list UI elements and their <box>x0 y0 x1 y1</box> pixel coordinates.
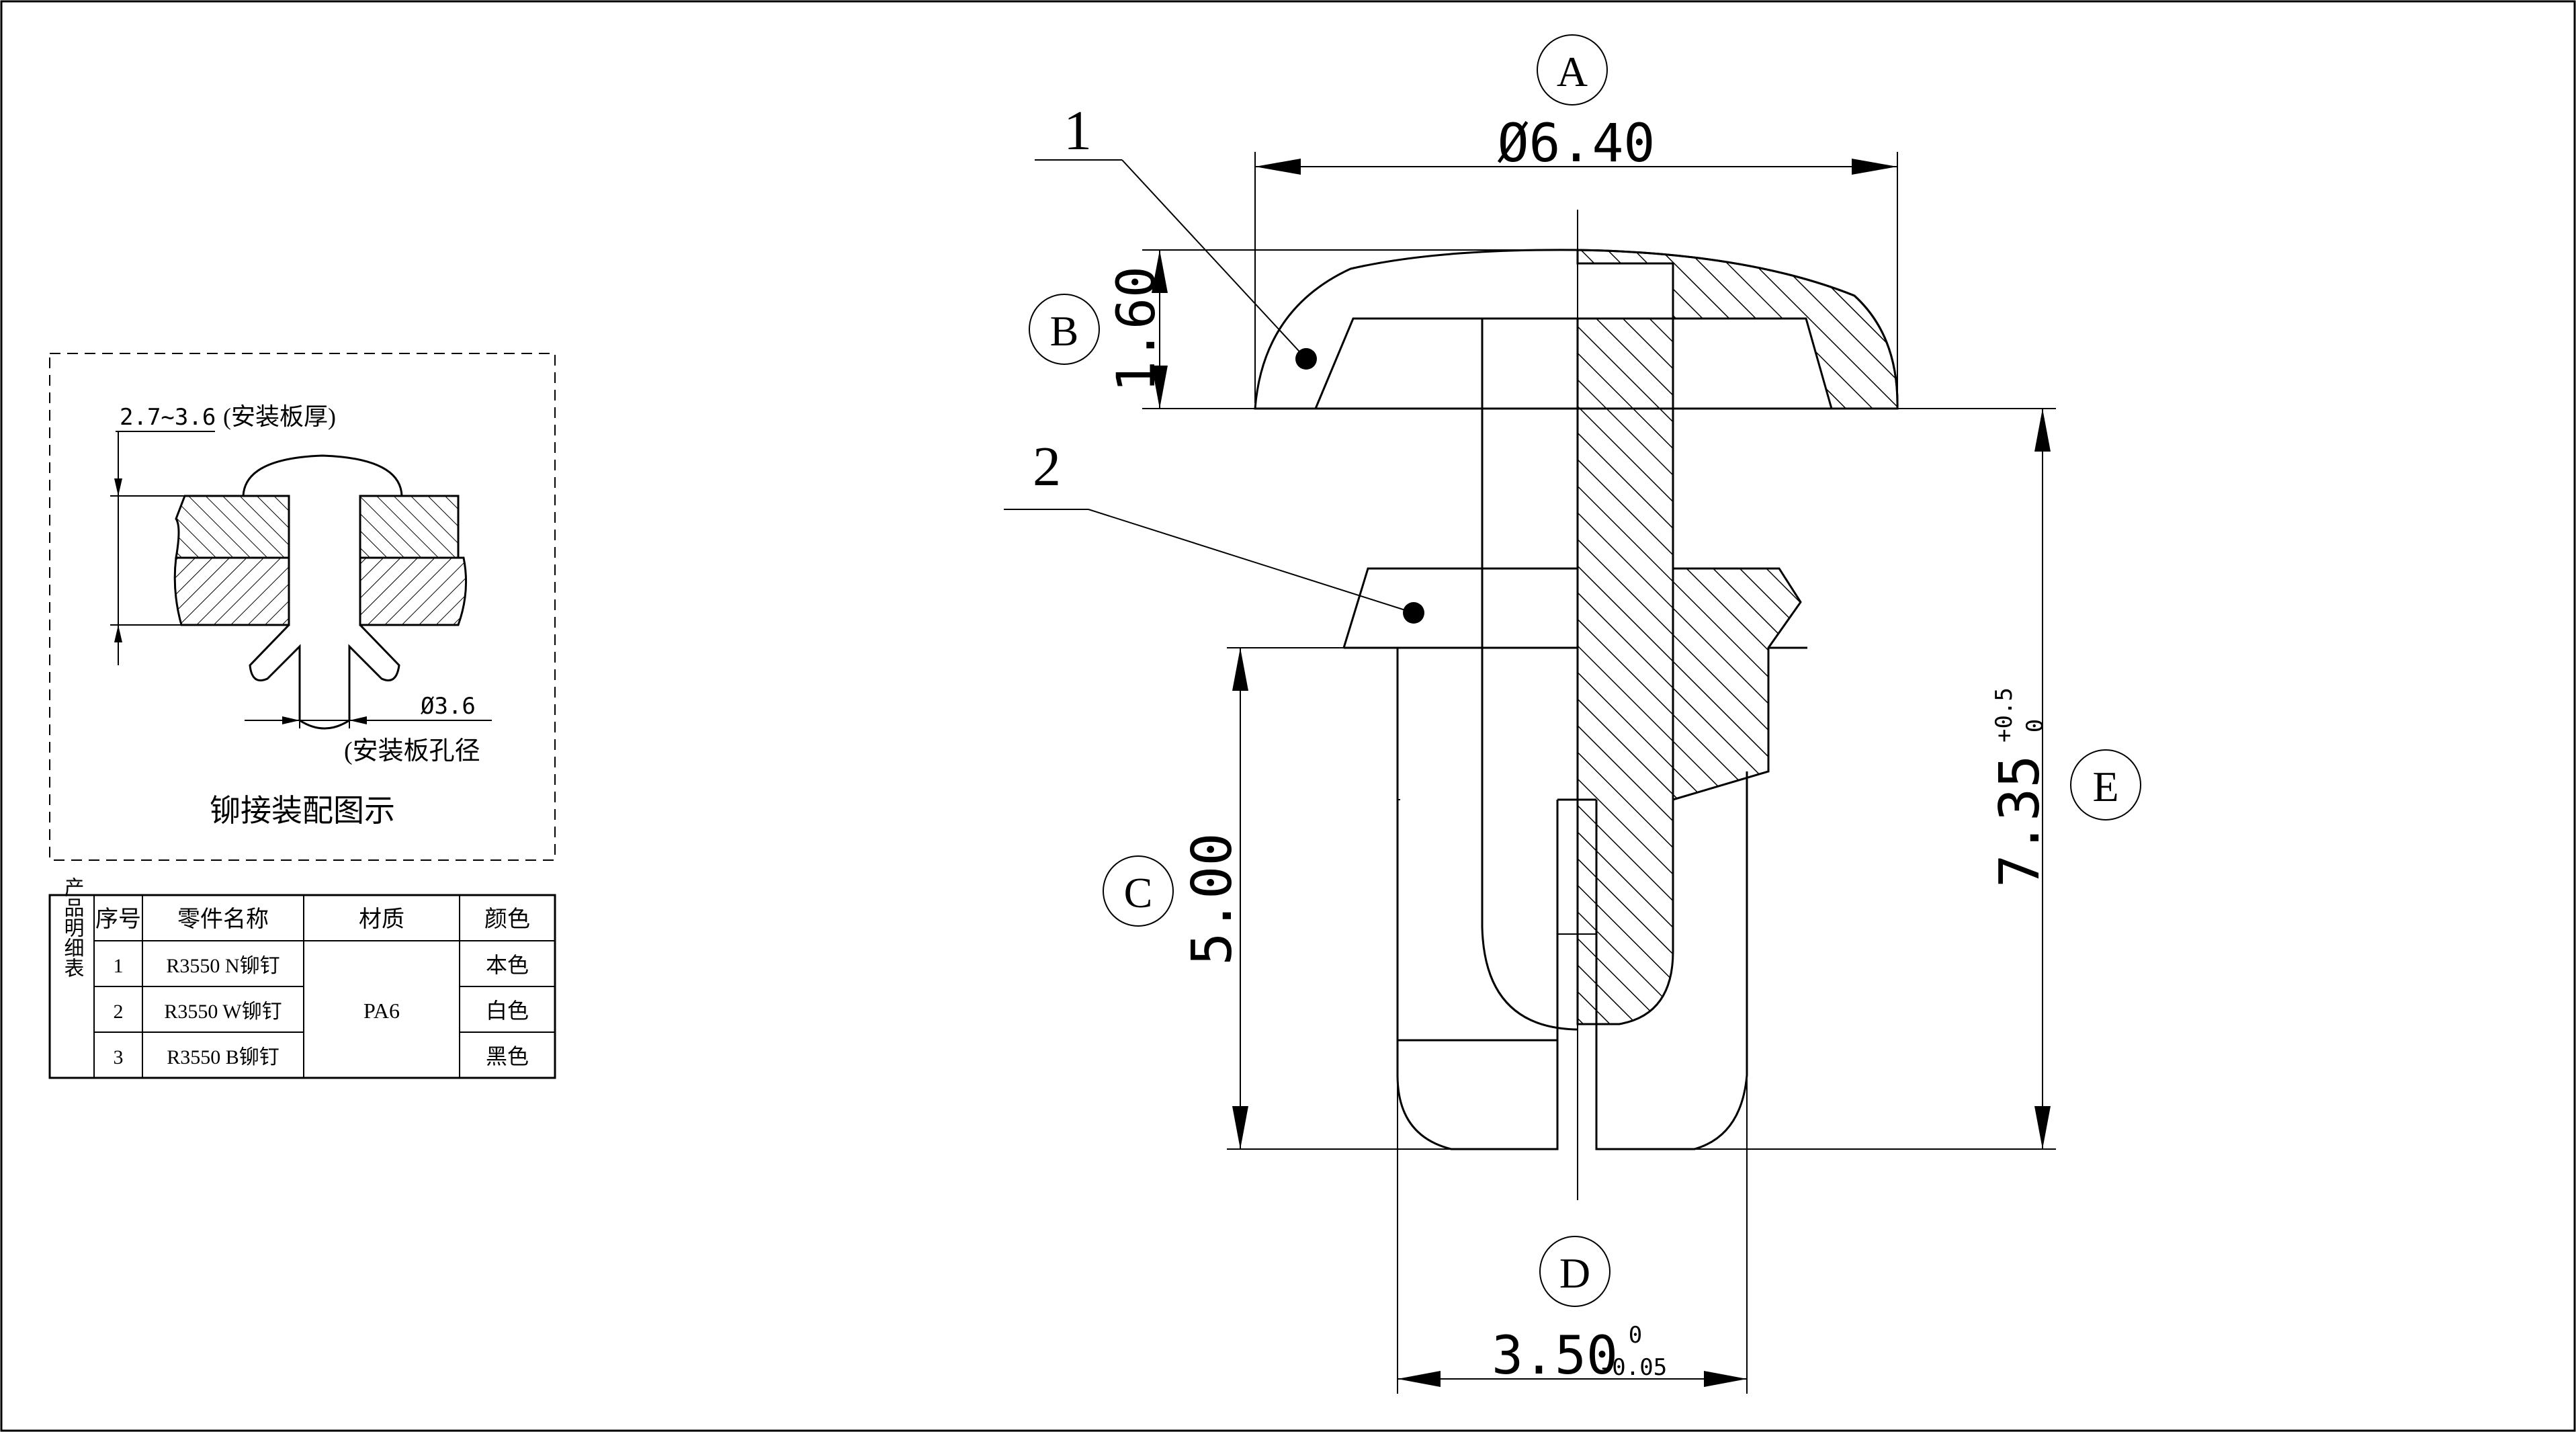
upper-panel-right <box>359 495 460 559</box>
callout-C-circle <box>1103 855 1174 927</box>
bom-row-color: 黑色 <box>486 1044 529 1068</box>
bom-row-color: 本色 <box>486 953 529 977</box>
rivet-pin-outline <box>1481 319 1578 1031</box>
dim-shank-diameter-tol-lower: -0.05 <box>1598 1354 1667 1381</box>
rivet-head-outline <box>1254 249 1899 410</box>
hole-diameter-note: (安装板孔径 <box>344 737 480 765</box>
shank-left <box>1396 648 1559 1150</box>
bom-material: PA6 <box>363 999 400 1023</box>
callout-D: D <box>1559 1249 1590 1297</box>
rivet-pin-section <box>1576 317 1674 1025</box>
callout-C: C <box>1124 869 1153 917</box>
bom-row-name: R3550 N铆钉 <box>166 955 280 977</box>
dim-total-length-tol-lower: 0 <box>2022 719 2049 732</box>
callout-A: A <box>1557 48 1588 95</box>
bom-row-no: 2 <box>114 1001 124 1023</box>
bom-header-color: 颜色 <box>484 907 530 932</box>
panel-thickness-label: 2.7~3.6 <box>120 404 216 431</box>
assembly-frame <box>49 353 556 861</box>
dim-total-length-tol-upper: +0.5 <box>1991 687 2018 743</box>
rivet-head-section <box>1576 249 1899 410</box>
collar-section <box>1672 567 1802 802</box>
bom-row-name: R3550 B铆钉 <box>167 1046 280 1068</box>
bom-row-no: 3 <box>114 1046 124 1068</box>
hole-diameter-label: Ø3.6 <box>421 693 476 720</box>
dim-shank-diameter: 3.50 <box>1492 1326 1618 1386</box>
bom-side-label: 产品明细表 <box>61 877 85 978</box>
bom-header-material: 材质 <box>359 907 404 932</box>
part2-label: 2 <box>1033 435 1061 498</box>
dim-shank-diameter-tol-upper: 0 <box>1629 1322 1642 1349</box>
callout-E-circle <box>2070 749 2141 820</box>
bom-header-name: 零件名称 <box>177 907 269 932</box>
bom-row-no: 1 <box>114 955 124 977</box>
upper-panel <box>175 495 290 559</box>
assembly-caption: 铆接装配图示 <box>210 794 395 828</box>
callout-D-circle <box>1539 1236 1611 1307</box>
lower-panel <box>173 556 290 626</box>
part1-label: 1 <box>1064 99 1092 162</box>
part1-dot <box>1295 348 1317 370</box>
callout-B: B <box>1050 307 1079 355</box>
bom-row-color: 白色 <box>486 999 529 1023</box>
collar-left <box>1342 567 1578 648</box>
rivet-dome <box>242 454 403 497</box>
dim-head-diameter: Ø6.40 <box>1498 114 1656 174</box>
rivet-legs <box>249 624 400 730</box>
callout-B-circle <box>1029 294 1100 365</box>
bom-row-name: R3550 W铆钉 <box>164 1001 282 1023</box>
assembly-detail: 2.7~3.6 (安装板厚) Ø3.6 (安装板孔径 铆接装配图示 <box>49 353 556 861</box>
panel-thickness-note: (安装板厚) <box>223 403 336 430</box>
rivet-main-view: 1 2 Ø6.40 A 1.60 B 5.00 C <box>1004 34 2141 1394</box>
dim-total-length: 7.35 <box>1988 755 2052 887</box>
lower-panel-right <box>359 556 468 626</box>
bom-table: 产品明细表 序号 零件名称 材质 颜色 1 R3550 N铆钉 本色 2 R35… <box>48 877 556 1079</box>
callout-A-circle <box>1537 34 1608 106</box>
dim-head-height: 1.60 <box>1107 266 1167 392</box>
dim-shank-length: 5.00 <box>1180 833 1244 965</box>
callout-E: E <box>2092 763 2118 810</box>
bom-header-no: 序号 <box>95 907 141 932</box>
part2-dot <box>1403 602 1424 624</box>
